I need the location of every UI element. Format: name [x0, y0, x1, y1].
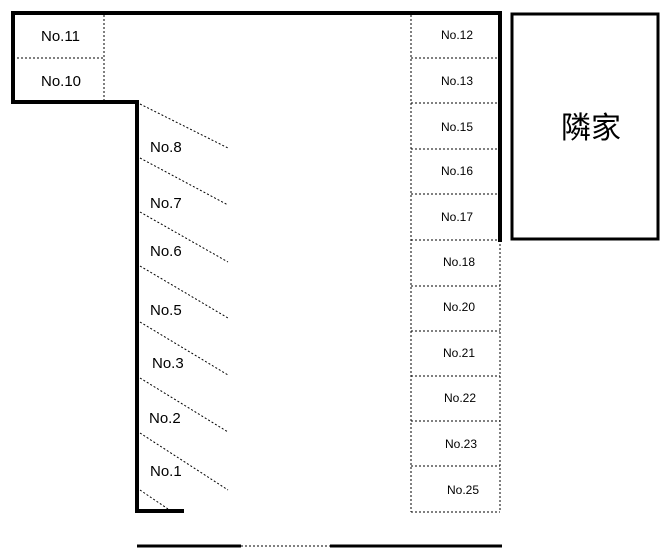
- angled-divider: [139, 103, 229, 149]
- space-13-label: No.13: [441, 74, 473, 88]
- space-18-label: No.18: [443, 255, 475, 269]
- space-1-label: No.1: [150, 463, 182, 480]
- right-space-grid: [410, 15, 501, 513]
- angled-divider: [139, 377, 229, 433]
- angled-divider: [139, 265, 229, 319]
- left-angled-dividers: [139, 103, 229, 510]
- space-2-label: No.2: [149, 410, 181, 427]
- neighbor-house: [510, 12, 660, 241]
- space-5-label: No.5: [150, 302, 182, 319]
- space-20-label: No.20: [443, 300, 475, 314]
- angled-divider: [139, 489, 169, 510]
- lot-boundary-wall: [11, 11, 502, 513]
- space-25-label: No.25: [447, 483, 479, 497]
- space-3-label: No.3: [152, 355, 184, 372]
- angled-divider: [139, 432, 229, 491]
- space-10-label: No.10: [41, 73, 81, 90]
- space-17-label: No.17: [441, 210, 473, 224]
- neighbor-house-label: 隣家: [561, 112, 621, 145]
- space-22-label: No.22: [444, 391, 476, 405]
- space-8-label: No.8: [150, 139, 182, 156]
- space-21-label: No.21: [443, 346, 475, 360]
- space-11-label: No.11: [41, 28, 80, 45]
- angled-divider: [139, 321, 229, 376]
- space-23-label: No.23: [445, 437, 477, 451]
- angled-divider: [139, 157, 229, 206]
- angled-divider: [139, 211, 229, 263]
- space-15-label: No.15: [441, 120, 473, 134]
- space-7-label: No.7: [150, 195, 182, 212]
- space-16-label: No.16: [441, 164, 473, 178]
- space-6-label: No.6: [150, 243, 182, 260]
- space-12-label: No.12: [441, 28, 473, 42]
